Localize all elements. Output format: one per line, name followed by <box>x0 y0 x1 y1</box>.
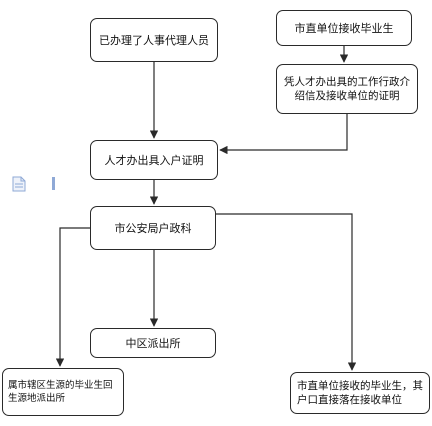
arrow-police-to-district <box>55 227 90 367</box>
box-talent-office: 人才办出具入户证明 <box>90 140 218 180</box>
box-police-bureau-text: 市公安局户政科 <box>114 221 192 235</box>
box-household-direct-text: 市直单位接收的毕业生，其户口直接落在接收单位 <box>297 380 423 406</box>
box-district-graduate: 属市辖区生源的毕业生回生源地派出所 <box>2 368 124 416</box>
box-district-graduate-text: 属市辖区生源的毕业生回生源地派出所 <box>8 380 113 404</box>
box-city-graduate: 市直单位接收毕业生 <box>276 10 412 46</box>
box-certificate-letter: 凭人才办出具的工作行政介绍信及接收单位的证明 <box>276 64 418 114</box>
arrow-police-to-household <box>216 213 357 371</box>
bar-icon <box>52 177 55 190</box>
box-household-direct: 市直单位接收的毕业生，其户口直接落在接收单位 <box>290 372 430 414</box>
box-police-station: 中区派出所 <box>90 328 216 358</box>
box-police-bureau: 市公安局户政科 <box>90 206 216 250</box>
document-icon <box>12 176 26 192</box>
box-talent-office-text: 人才办出具入户证明 <box>104 153 204 167</box>
box-city-graduate-text: 市直单位接收毕业生 <box>294 21 394 35</box>
box-certificate-letter-text: 凭人才办出具的工作行政介绍信及接收单位的证明 <box>284 76 410 102</box>
box-police-station-text: 中区派出所 <box>125 336 181 350</box>
box-agent-person-text: 已办理了人事代理人员 <box>99 33 209 47</box>
box-agent-person: 已办理了人事代理人员 <box>90 18 218 62</box>
arrow-letter-to-talent <box>219 114 348 155</box>
